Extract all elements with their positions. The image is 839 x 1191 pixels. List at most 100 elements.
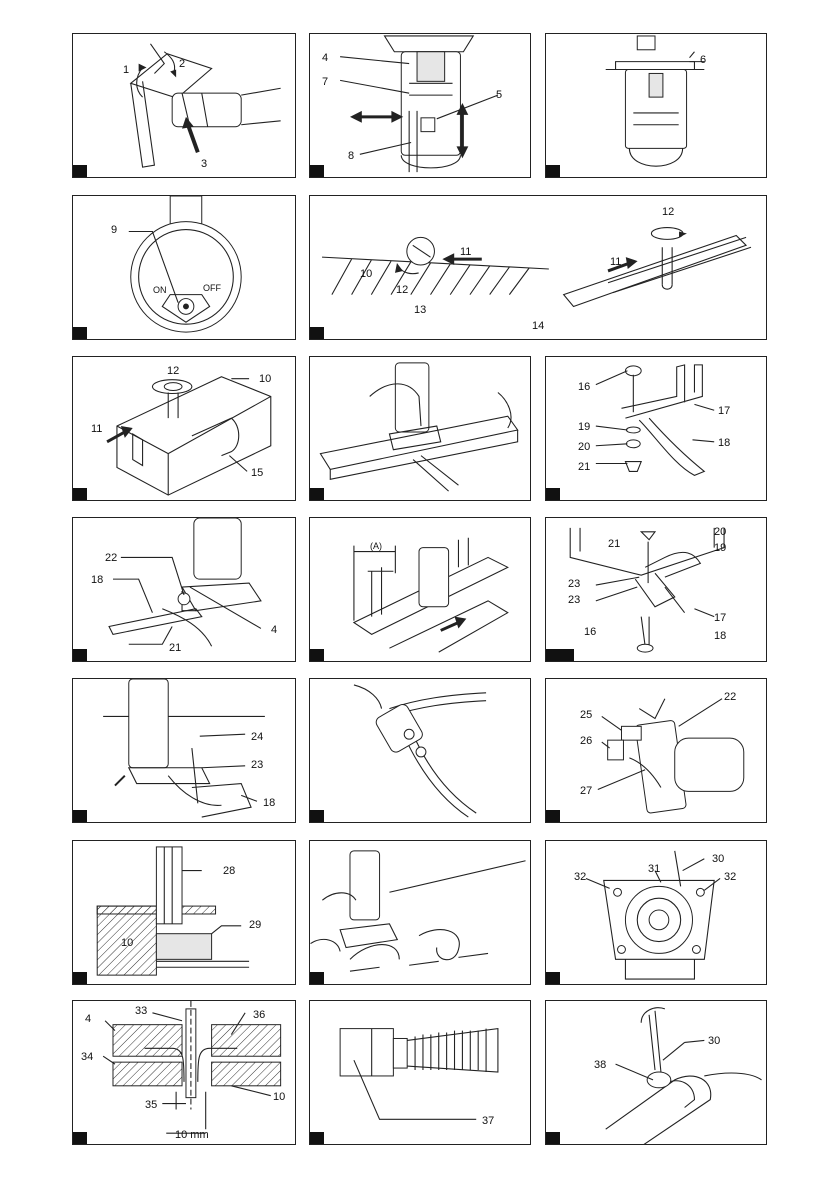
figure-17-tag — [546, 972, 560, 984]
callout-8: 8 — [348, 150, 354, 162]
dimension-10mm: 10 mm — [175, 1129, 209, 1141]
callout-4: 4 — [271, 624, 277, 636]
callout-32a: 32 — [574, 871, 586, 883]
callout-18: 18 — [91, 574, 103, 586]
figure-7-tag — [310, 488, 324, 500]
callout-29: 29 — [249, 919, 261, 931]
callout-13: 13 — [414, 304, 426, 316]
figure-5-drawing — [310, 196, 766, 339]
figure-10-tag — [310, 649, 324, 661]
callout-35: 35 — [145, 1099, 157, 1111]
callout-33: 33 — [135, 1005, 147, 1017]
callout-12a: 12 — [662, 206, 674, 218]
figure-1-drawing — [73, 34, 295, 177]
callout-17: 17 — [714, 612, 726, 624]
figure-12-tag — [73, 810, 87, 822]
callout-23: 23 — [251, 759, 263, 771]
figure-3: 6 — [545, 33, 767, 178]
figure-15-drawing — [73, 841, 295, 984]
figure-9-tag — [73, 649, 87, 661]
callout-3: 3 — [201, 158, 207, 170]
callout-21: 21 — [608, 538, 620, 550]
callout-12: 12 — [167, 365, 179, 377]
callout-22: 22 — [724, 691, 736, 703]
figure-11-tag — [546, 649, 574, 661]
figure-16 — [309, 840, 531, 985]
figure-5: 12 11 10 12 11 13 14 — [309, 195, 767, 340]
callout-18: 18 — [714, 630, 726, 642]
callout-11a: 11 — [460, 246, 471, 258]
callout-18: 18 — [718, 437, 730, 449]
figure-3-drawing — [546, 34, 766, 177]
figure-4-drawing — [73, 196, 295, 339]
callout-28: 28 — [223, 865, 235, 877]
figure-16-tag — [310, 972, 324, 984]
callout-27: 27 — [580, 785, 592, 797]
callout-37: 37 — [482, 1115, 494, 1127]
callout-21: 21 — [578, 461, 590, 473]
figure-10-drawing — [310, 518, 530, 661]
figure-18-tag — [73, 1132, 87, 1144]
callout-16: 16 — [578, 381, 590, 393]
callout-20: 20 — [714, 526, 726, 538]
figure-6: 12 10 11 15 — [72, 356, 296, 501]
figure-11: 20 21 19 23 23 17 16 18 — [545, 517, 767, 662]
figure-4: 9 ON OFF — [72, 195, 296, 340]
figure-19-tag — [310, 1132, 324, 1144]
figure-9: 22 18 4 21 — [72, 517, 296, 662]
callout-18: 18 — [263, 797, 275, 809]
callout-26: 26 — [580, 735, 592, 747]
figure-1-tag — [73, 165, 87, 177]
figure-3-tag — [546, 165, 560, 177]
callout-14: 14 — [532, 320, 544, 332]
figure-18: 33 36 4 34 35 10 10 mm — [72, 1000, 296, 1145]
callout-2: 2 — [179, 58, 185, 70]
callout-9: 9 — [111, 224, 117, 236]
callout-21: 21 — [169, 642, 181, 654]
callout-16: 16 — [584, 626, 596, 638]
callout-38: 38 — [594, 1059, 606, 1071]
callout-20: 20 — [578, 441, 590, 453]
figure-15: 28 29 10 — [72, 840, 296, 985]
callout-1: 1 — [123, 64, 129, 76]
figure-17: 30 31 32 32 — [545, 840, 767, 985]
callout-30: 30 — [708, 1035, 720, 1047]
figure-8-tag — [546, 488, 560, 500]
figure-14: 22 25 26 27 — [545, 678, 767, 823]
switch-off-label: OFF — [203, 282, 221, 294]
figure-15-tag — [73, 972, 87, 984]
figure-6-tag — [73, 488, 87, 500]
figure-12-drawing — [73, 679, 295, 822]
callout-4: 4 — [322, 52, 328, 64]
callout-19: 19 — [714, 542, 726, 554]
callout-32b: 32 — [724, 871, 736, 883]
figure-20-tag — [546, 1132, 560, 1144]
figure-13 — [309, 678, 531, 823]
figure-7 — [309, 356, 531, 501]
callout-10: 10 — [259, 373, 271, 385]
figure-16-drawing — [310, 841, 530, 984]
figure-19: 37 — [309, 1000, 531, 1145]
figure-14-tag — [546, 810, 560, 822]
callout-36: 36 — [253, 1009, 265, 1021]
callout-24: 24 — [251, 731, 263, 743]
callout-23b: 23 — [568, 594, 580, 606]
figure-8: 16 17 19 20 18 21 — [545, 356, 767, 501]
figure-5-tag — [310, 327, 324, 339]
callout-10: 10 — [121, 937, 133, 949]
figure-13-drawing — [310, 679, 530, 822]
figure-12: 24 23 18 — [72, 678, 296, 823]
callout-7: 7 — [322, 76, 328, 88]
callout-6: 6 — [700, 54, 706, 66]
figure-13-tag — [310, 810, 324, 822]
callout-15: 15 — [251, 467, 263, 479]
callout-12b: 12 — [396, 284, 408, 296]
callout-25: 25 — [580, 709, 592, 721]
callout-23a: 23 — [568, 578, 580, 590]
callout-11b: 11 — [610, 256, 621, 268]
figure-20: 30 38 — [545, 1000, 767, 1145]
callout-22: 22 — [105, 552, 117, 564]
figure-7-drawing — [310, 357, 530, 500]
figure-19-drawing — [310, 1001, 530, 1144]
callout-17: 17 — [718, 405, 730, 417]
